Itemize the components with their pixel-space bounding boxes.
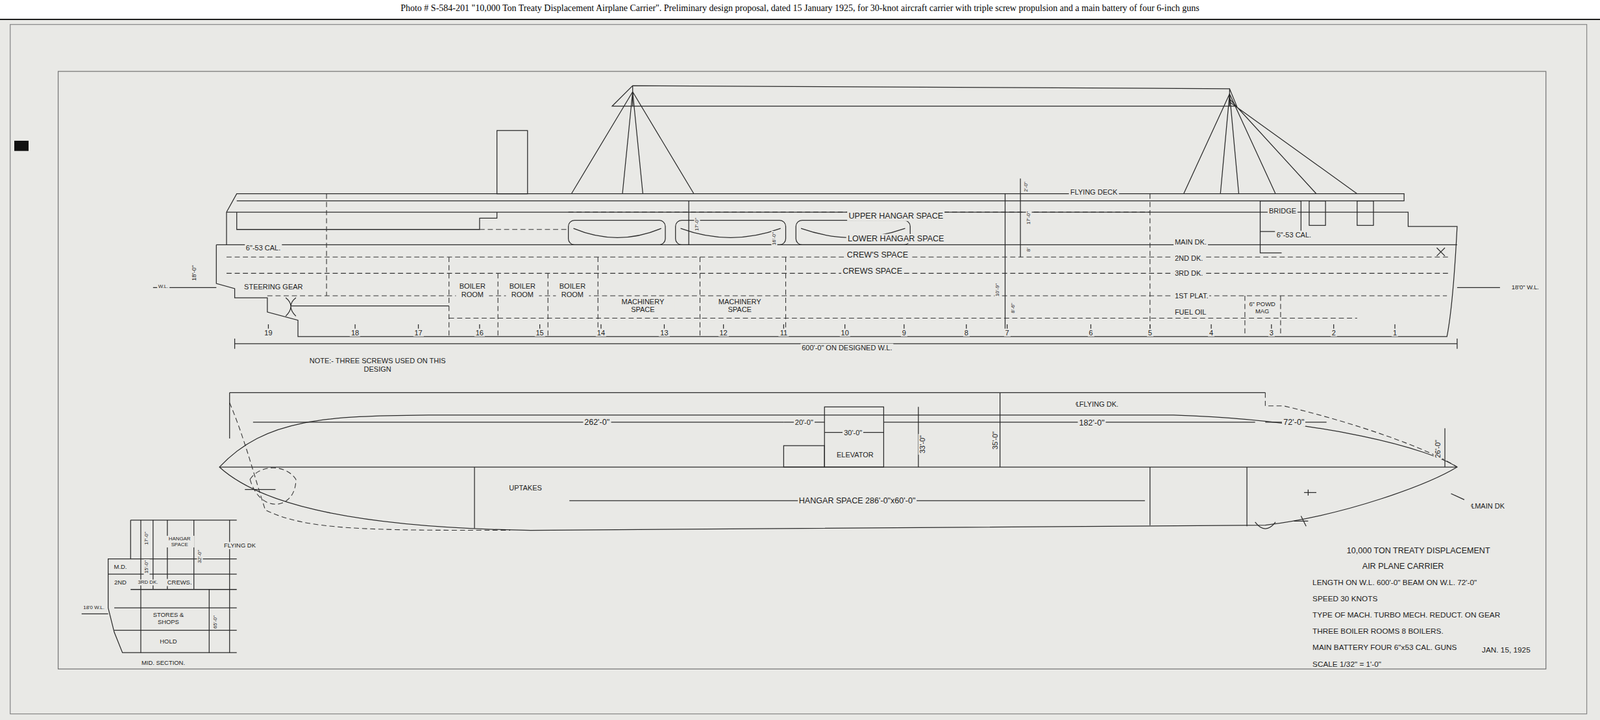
drawing-label: SPEED 30 KNOTS bbox=[1311, 594, 1379, 604]
drawing-label: 9 bbox=[900, 328, 908, 337]
drawing-label: 35'-0" bbox=[990, 430, 999, 452]
drawing-label: MAIN BATTERY FOUR 6"x53 CAL. GUNS bbox=[1311, 643, 1458, 653]
drawing-label: 3 bbox=[1268, 328, 1275, 337]
drawing-label: 13 bbox=[658, 328, 670, 337]
drawing-label: 30'-0" bbox=[842, 428, 864, 437]
drawing-label: 18'0 W.L. bbox=[81, 605, 106, 612]
drawing-label: 7 bbox=[1004, 328, 1011, 337]
drawing-label: FLYING DECK bbox=[1069, 187, 1120, 197]
drawing-label: AIR PLANE CARRIER bbox=[1361, 561, 1446, 571]
drawing-label: 8'-6" bbox=[1010, 301, 1017, 315]
drawing-label: UPPER HANGAR SPACE bbox=[847, 211, 945, 221]
drawing-label: NOTE:- THREE SCREWS USED ON THIS DESIGN bbox=[299, 356, 456, 374]
drawing-label: FUEL OIL bbox=[1173, 308, 1208, 317]
drawing-label: UPTAKES bbox=[507, 483, 544, 493]
drawing-label: 17'-0" bbox=[693, 216, 700, 233]
drawing-label: 2ND DK. bbox=[1173, 253, 1205, 263]
drawing-label: 18'-0" bbox=[190, 264, 198, 283]
drawing-label: MACHINERY SPACE bbox=[708, 297, 772, 315]
drawing-label: 2 bbox=[1330, 328, 1338, 337]
drawing-label: STORES & SHOPS bbox=[145, 612, 191, 628]
drawing-label: 11 bbox=[778, 328, 789, 337]
drawing-label: 10,000 TON TREATY DISPLACEMENT bbox=[1345, 546, 1492, 556]
drawing-label: 26'-0" bbox=[1433, 438, 1443, 460]
drawing-label: TYPE OF MACH. TURBO MECH. REDUCT. ON GEA… bbox=[1311, 610, 1502, 620]
drawing-label: 18'0" W.L. bbox=[1510, 284, 1541, 292]
drawing-label: LOWER HANGAR SPACE bbox=[846, 234, 946, 244]
drawing-label: 12 bbox=[717, 328, 729, 337]
drawing-label: W.L. bbox=[157, 283, 171, 290]
drawing-label: 182'-0" bbox=[1078, 418, 1107, 428]
drawing-label: 6" POWD MAG bbox=[1246, 301, 1279, 316]
drawing-label: JAN. 15, 1925 bbox=[1480, 645, 1532, 655]
drawing-label: MAIN DK. bbox=[1173, 237, 1208, 247]
drawing-label: 1 bbox=[1391, 328, 1399, 337]
drawing-label: BOILER ROOM bbox=[505, 282, 539, 299]
drawing-label: 6"-53 CAL. bbox=[1275, 230, 1313, 239]
drawing-label: BOILER ROOM bbox=[555, 282, 589, 299]
drawing-label: ℄MAIN DK bbox=[1469, 502, 1506, 511]
drawing-label: 1ST PLAT. bbox=[1173, 292, 1210, 301]
drawing-label: 3RD DK. bbox=[1173, 269, 1205, 278]
drawing-label: 15'-0" bbox=[144, 559, 150, 576]
drawing-label: FLYING DK bbox=[222, 542, 258, 550]
drawing-label: BRIDGE bbox=[1267, 207, 1298, 216]
drawing-label: 17'-0" bbox=[144, 530, 150, 547]
drawing-label: 6 bbox=[1087, 328, 1094, 337]
drawing-label: 8 bbox=[963, 328, 970, 337]
drawing-label: 10 bbox=[839, 328, 851, 337]
drawing-label: 72'-0" bbox=[1281, 418, 1306, 428]
photo-title: Photo # S-584-201 "10,000 Ton Treaty Dis… bbox=[400, 3, 1200, 14]
drawing-label: STEERING GEAR bbox=[242, 282, 304, 291]
drawing-label: HANGAR SPACE bbox=[164, 536, 195, 548]
drawing-label: 65'-0" bbox=[212, 614, 219, 631]
drawing-label: CREW'S SPACE bbox=[845, 250, 910, 260]
drawing-label: HANGAR SPACE 286'-0"x60'-0" bbox=[797, 496, 918, 506]
drawing-label: SCALE 1/32" = 1'-0" bbox=[1311, 660, 1383, 670]
drawing-label: M.D. bbox=[112, 564, 129, 572]
drawing-label: 32'-0" bbox=[197, 549, 204, 565]
drawing-label: 3RD DK. bbox=[136, 579, 160, 586]
drawing-label: 18 bbox=[349, 328, 361, 337]
drawing-label: 14 bbox=[595, 328, 607, 337]
drawing-label: BOILER ROOM bbox=[455, 282, 489, 299]
drawing-label: ELEVATOR bbox=[835, 451, 875, 460]
drawing-label: 600'-0" ON DESIGNED W.L. bbox=[800, 344, 894, 353]
drawing-label: 33'-0" bbox=[918, 434, 927, 456]
drawing-label: 17'-0" bbox=[1025, 210, 1032, 226]
drawing-label: 262'-0" bbox=[582, 418, 611, 428]
drawing-label: 5 bbox=[1146, 328, 1154, 337]
drawing-label: CREWS. bbox=[166, 578, 194, 587]
drawing-label: HOLD bbox=[158, 638, 178, 646]
drawing-label: 16 bbox=[474, 328, 485, 337]
drawing-label: CREWS SPACE bbox=[841, 266, 904, 276]
drawing-label: 6"-53 CAL. bbox=[244, 244, 282, 253]
drawing-label: 10'-9" bbox=[995, 281, 1001, 298]
drawing-label: MACHINERY SPACE bbox=[610, 297, 675, 315]
drawing-label: 17 bbox=[412, 328, 424, 337]
drawing-label: 15 bbox=[534, 328, 545, 337]
drawing-label: 16'-0" bbox=[771, 231, 778, 247]
drawing-label: 20'-0" bbox=[793, 418, 815, 428]
drawing-label: ℄FLYING DK. bbox=[1074, 399, 1120, 409]
drawing-label: LENGTH ON W.L. 600'-0" BEAM ON W.L. 72'-… bbox=[1311, 578, 1478, 588]
drawing-label: 19 bbox=[262, 328, 274, 337]
drawing-label: 4 bbox=[1207, 328, 1215, 337]
drawing-label: THREE BOILER ROOMS 8 BOILERS. bbox=[1311, 627, 1445, 637]
drawing-label: 2'-0" bbox=[1023, 180, 1030, 194]
drawing-label: MID. SECTION. bbox=[140, 660, 187, 668]
drawing-label: 8' bbox=[1025, 246, 1032, 254]
drawing-label: 2ND bbox=[112, 578, 128, 587]
